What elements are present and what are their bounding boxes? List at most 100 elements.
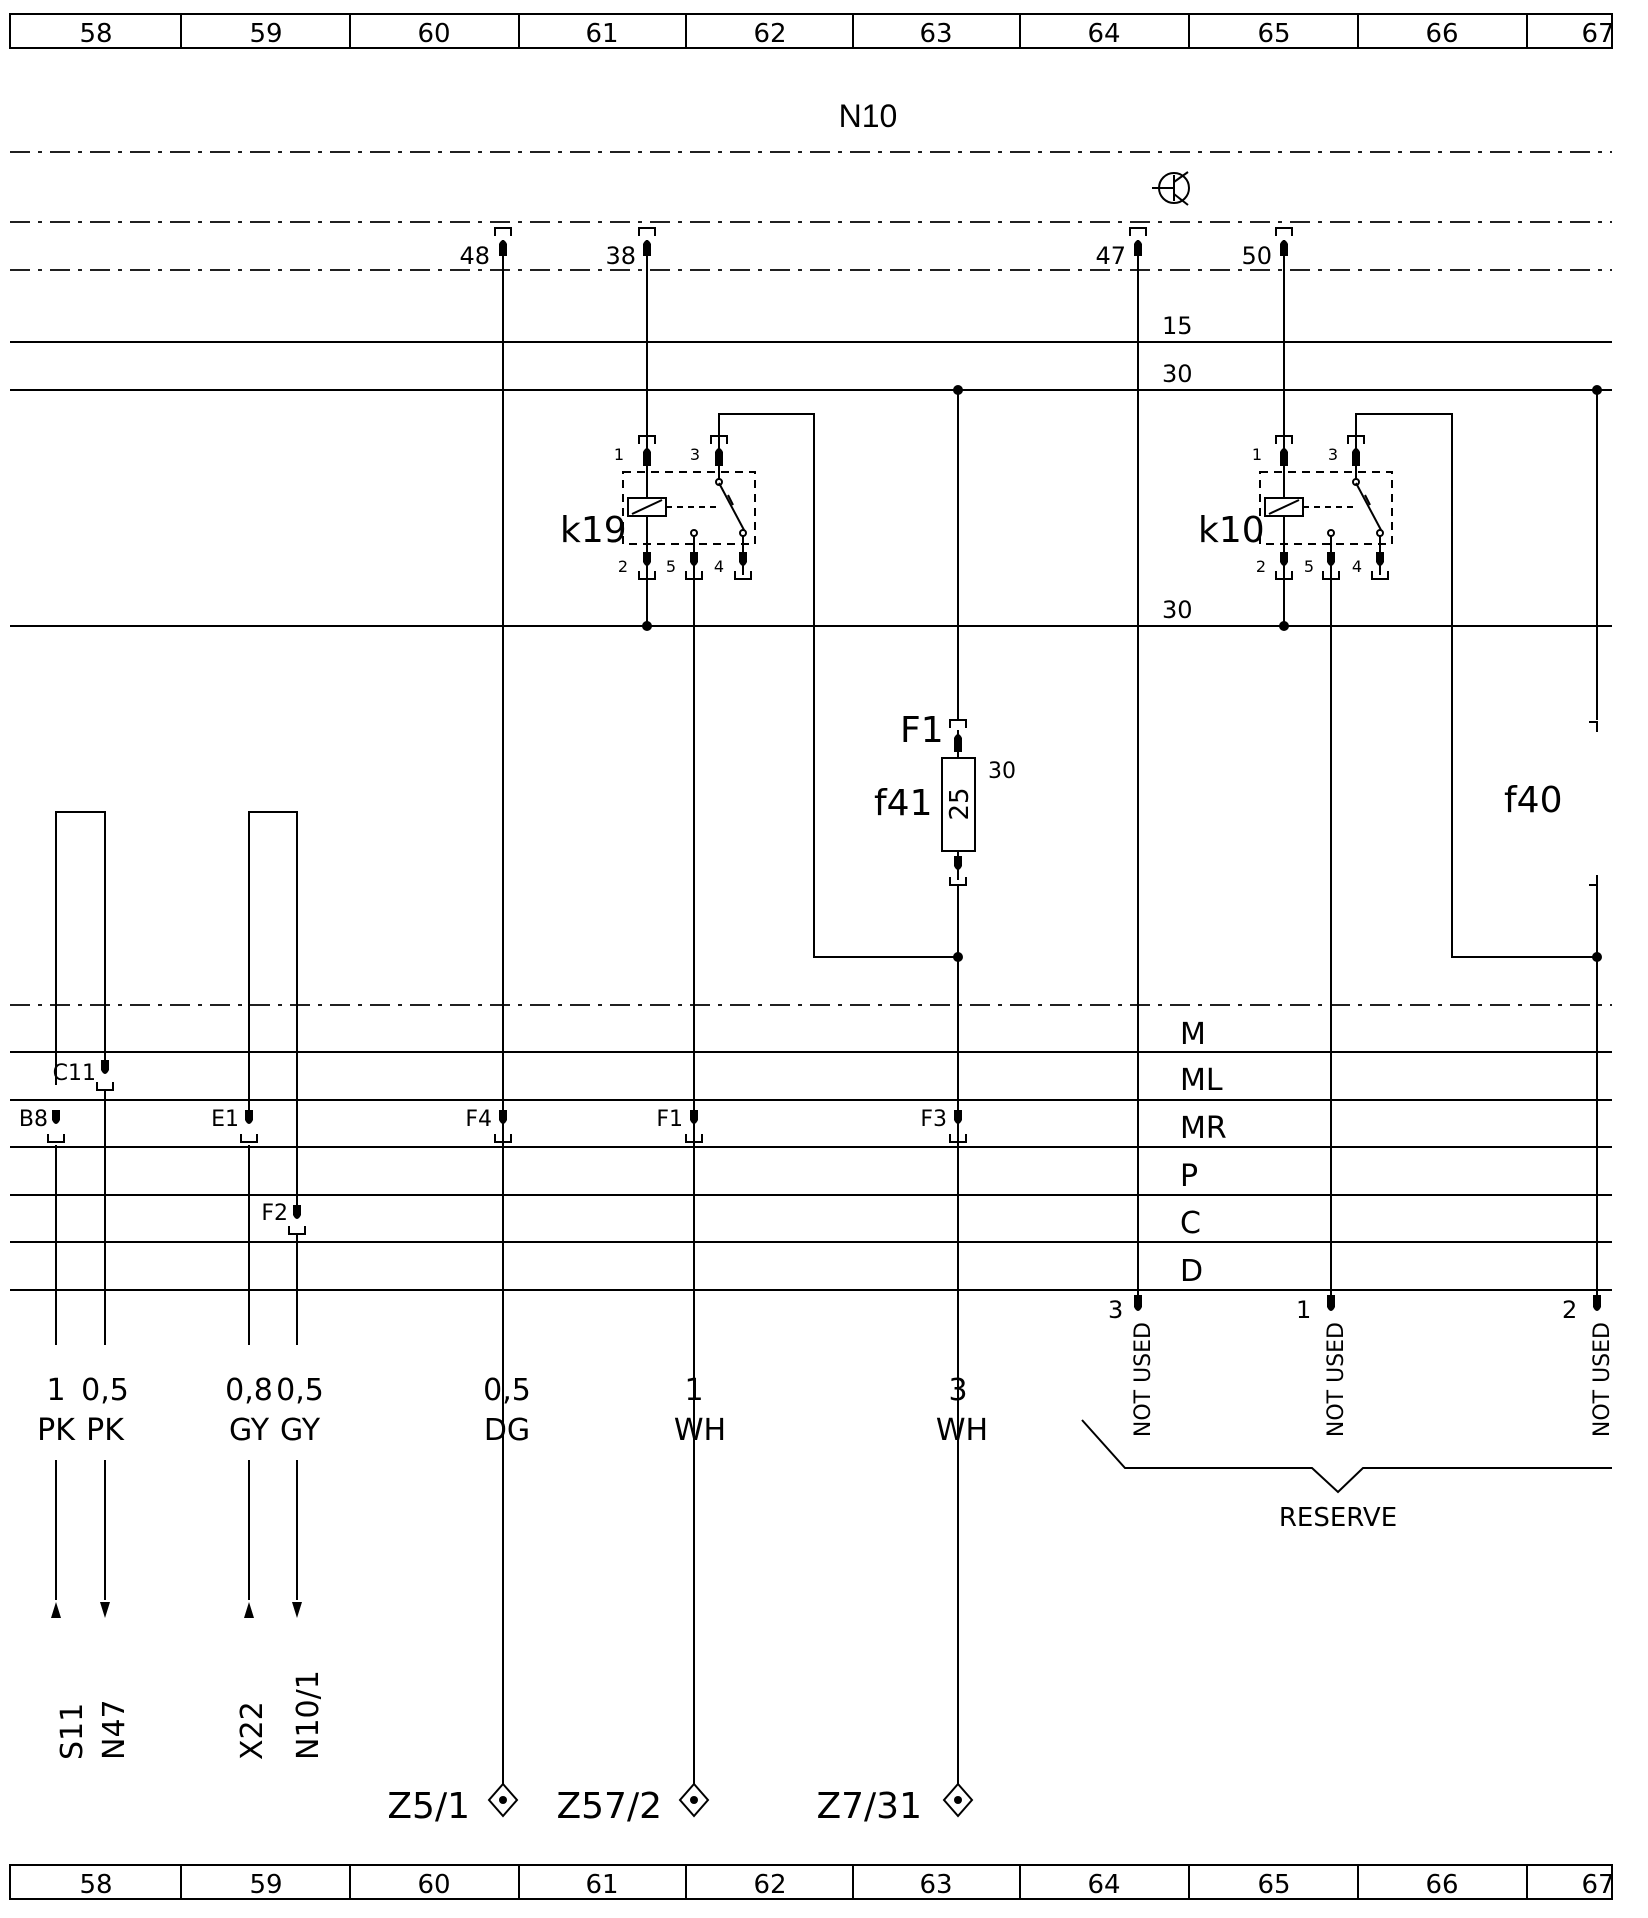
wire-color: DG bbox=[484, 1413, 530, 1448]
wire-size: 0,5 bbox=[276, 1373, 324, 1408]
junction-dot bbox=[1279, 621, 1289, 631]
wire-color: WH bbox=[936, 1413, 988, 1448]
bus-label: D bbox=[1180, 1254, 1203, 1289]
arrow-down-icon bbox=[100, 1602, 110, 1618]
connector-label: C11 bbox=[53, 1061, 96, 1086]
relay-pin-label: 5 bbox=[666, 557, 676, 576]
bottom-bus-labels: M ML MR P C D bbox=[1180, 1017, 1227, 1289]
bus-label: P bbox=[1180, 1159, 1198, 1194]
connector-label: F4 bbox=[465, 1107, 492, 1132]
grid-number: 60 bbox=[417, 1870, 450, 1900]
bus-label: ML bbox=[1180, 1063, 1223, 1098]
unit-boundary-lines bbox=[10, 151, 1612, 1006]
ground-point-labels: Z5/1 Z57/2 Z7/31 bbox=[387, 1786, 922, 1827]
not-used-label: NOT USED bbox=[1324, 1322, 1349, 1437]
junction-dot bbox=[953, 385, 963, 395]
wire-size: 0,8 bbox=[225, 1373, 273, 1408]
top-pin-connectors bbox=[47, 227, 1389, 1235]
grid-number: 65 bbox=[1257, 19, 1290, 49]
wire-color: GY bbox=[229, 1413, 270, 1448]
grid-number: 61 bbox=[585, 19, 618, 49]
reserve-pin-labels: 3 1 2 NOT USED NOT USED NOT USED RESERVE bbox=[1108, 1296, 1615, 1533]
not-used-label: NOT USED bbox=[1131, 1322, 1156, 1437]
fuse-name: f41 bbox=[874, 783, 932, 824]
top-pin-labels: 48 38 47 50 bbox=[459, 242, 1272, 270]
grid-number: 62 bbox=[753, 19, 786, 49]
junction-dot bbox=[642, 621, 652, 631]
bus-label-30: 30 bbox=[1162, 596, 1193, 624]
connector-label: F1 bbox=[656, 1107, 683, 1132]
filled-marks bbox=[51, 240, 1602, 1618]
bus-label: MR bbox=[1180, 1111, 1227, 1146]
grid-number: 67 bbox=[1581, 1870, 1614, 1900]
top-grid-bar bbox=[9, 13, 1613, 49]
wire-labels: 1 PK 0,5 PK 0,8 GY 0,5 GY 0,5 DG 1 WH 3 … bbox=[37, 1373, 988, 1448]
destination-labels: S11 N47 X22 N10/1 bbox=[55, 1670, 326, 1760]
unit-label: N10 bbox=[839, 98, 898, 134]
grid-number: 58 bbox=[79, 19, 112, 49]
ground-point-label: Z7/31 bbox=[816, 1786, 922, 1827]
bottom-grid-bar bbox=[9, 1864, 1613, 1900]
bus-number-labels: 15 30 30 bbox=[1162, 312, 1193, 624]
fuse-f40 bbox=[1589, 721, 1598, 886]
relay-k10 bbox=[1259, 440, 1393, 575]
wire-size: 3 bbox=[948, 1373, 967, 1408]
relay-name: k10 bbox=[1198, 510, 1265, 551]
grid-number: 62 bbox=[753, 1870, 786, 1900]
wire-size: 0,5 bbox=[483, 1373, 531, 1408]
bus-label-15: 15 bbox=[1162, 312, 1193, 340]
fuse-pin-label: F1 bbox=[900, 710, 944, 751]
relay-pin-label: 1 bbox=[614, 445, 624, 464]
ground-transistor-icon bbox=[1152, 171, 1190, 206]
loop-pk bbox=[55, 811, 106, 1085]
pin-label: 47 bbox=[1095, 242, 1126, 270]
pin-label: 50 bbox=[1241, 242, 1272, 270]
destination-label: N10/1 bbox=[291, 1670, 326, 1760]
connector-label: F2 bbox=[261, 1201, 288, 1226]
grid-number: 58 bbox=[79, 1870, 112, 1900]
grid-number: 59 bbox=[249, 19, 282, 49]
grid-number: 66 bbox=[1425, 1870, 1458, 1900]
fuse-value: 25 bbox=[945, 787, 975, 820]
relay-pin-label: 5 bbox=[1304, 557, 1314, 576]
pin-label: 48 bbox=[459, 242, 490, 270]
reserve-label: RESERVE bbox=[1279, 1503, 1397, 1533]
grid-number: 63 bbox=[919, 19, 952, 49]
connector-label: B8 bbox=[19, 1107, 48, 1132]
bottom-grid-labels: 58 59 60 61 62 63 64 65 66 67 bbox=[79, 1870, 1614, 1900]
ground-point-label: Z5/1 bbox=[387, 1786, 470, 1827]
grid-number: 63 bbox=[919, 1870, 952, 1900]
lower-wire-segments bbox=[55, 1460, 298, 1600]
relay-pin-label: 2 bbox=[1256, 557, 1266, 576]
destination-label: S11 bbox=[55, 1703, 90, 1760]
reserve-pin-number: 3 bbox=[1108, 1296, 1123, 1324]
relay-pin-label: 4 bbox=[1352, 557, 1362, 576]
reserve-pin-number: 1 bbox=[1296, 1296, 1311, 1324]
relay-pin-label: 2 bbox=[618, 557, 628, 576]
vertical-wires bbox=[55, 240, 1598, 1800]
relay-pin-label: 3 bbox=[1328, 445, 1338, 464]
connector-label: F3 bbox=[920, 1107, 947, 1132]
fuse-name: f40 bbox=[1504, 780, 1562, 821]
arrow-up-icon bbox=[51, 1602, 61, 1618]
reserve-bracket bbox=[1081, 1419, 1612, 1494]
bus-label-30: 30 bbox=[1162, 360, 1193, 388]
wire-color: GY bbox=[280, 1413, 321, 1448]
grid-number: 65 bbox=[1257, 1870, 1290, 1900]
ground-point-label: Z57/2 bbox=[556, 1786, 662, 1827]
relay-labels: k19 1 3 2 5 4 k10 1 3 2 5 4 bbox=[560, 445, 1362, 576]
relay-pin-label: 4 bbox=[714, 557, 724, 576]
grid-number: 61 bbox=[585, 1870, 618, 1900]
arrow-up-icon bbox=[244, 1602, 254, 1618]
connector-labels: C11 B8 E1 F2 F4 F1 F3 bbox=[19, 1061, 947, 1226]
bus-label: M bbox=[1180, 1017, 1206, 1052]
reserve-pin-number: 2 bbox=[1562, 1296, 1577, 1324]
fuse-labels: F1 f41 30 25 f40 bbox=[874, 710, 1562, 824]
loop-gy bbox=[248, 811, 298, 1205]
wire-size: 1 bbox=[46, 1373, 65, 1408]
relay-pin-label: 3 bbox=[690, 445, 700, 464]
destination-label: N47 bbox=[97, 1699, 132, 1760]
wire-color: WH bbox=[674, 1413, 726, 1448]
connector-label: E1 bbox=[211, 1107, 239, 1132]
